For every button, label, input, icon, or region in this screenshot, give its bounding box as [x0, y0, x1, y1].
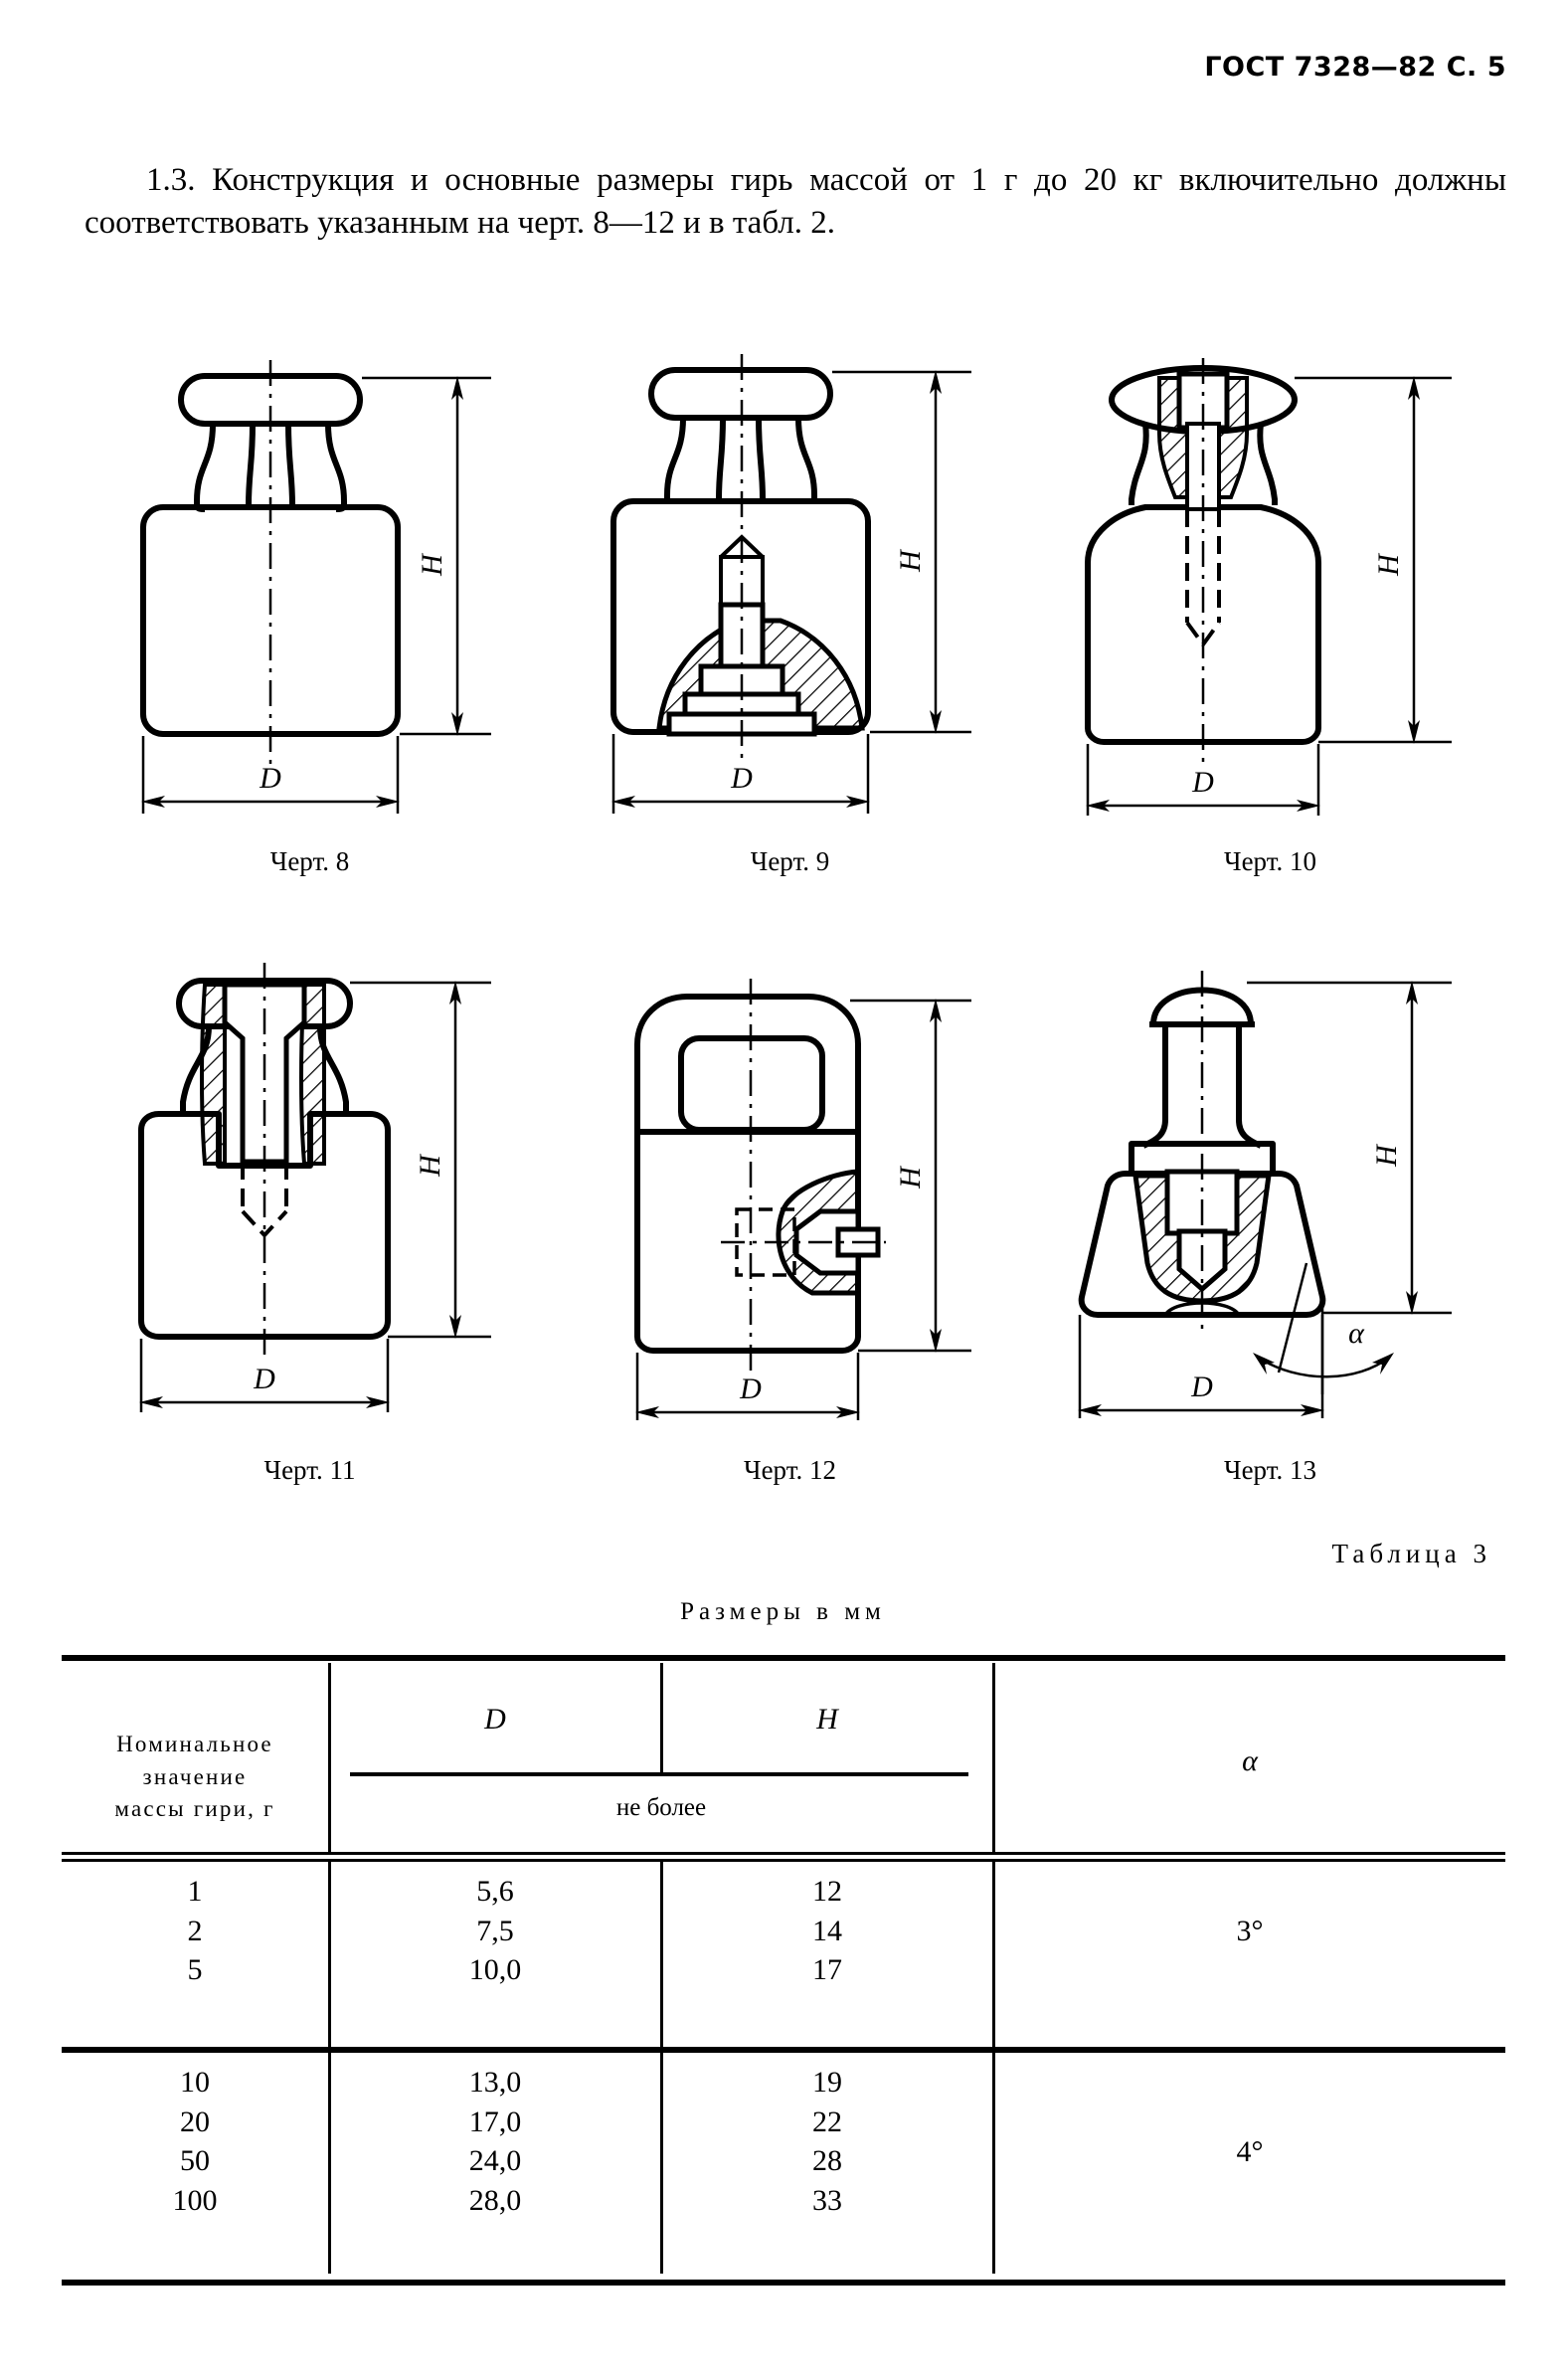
table-header-rule	[62, 1852, 1505, 1862]
figure-12: H D Черт. 12	[550, 935, 1030, 1492]
table-cell-d: 24,0	[468, 2144, 522, 2178]
table-cell-d: 7,5	[476, 1914, 514, 1947]
table-cell-h: 22	[812, 2105, 842, 2138]
table-header-alpha: α	[1242, 1744, 1258, 1777]
table-group2-alpha: 4°	[1236, 2135, 1264, 2168]
table-vrule-1-group1	[328, 1862, 331, 2047]
table-vrule-1-group2	[328, 2053, 331, 2274]
figure-11-drawing: H D	[137, 963, 491, 1412]
table-group2-d-column: 13,0 17,0 24,0 28,0	[332, 2063, 658, 2220]
figure-row-bottom: H D Черт. 11	[70, 935, 1511, 1492]
table-group1-alpha: 3°	[1236, 1915, 1264, 1947]
figure-13-d-label: D	[1190, 1371, 1213, 1403]
table-units-label: Размеры в мм	[680, 1598, 886, 1625]
table-bottom-rule	[62, 2280, 1505, 2286]
table-group-rule	[62, 2047, 1505, 2053]
figure-8-d-label: D	[259, 762, 281, 795]
table-group1-h-column: 12 14 17	[664, 1872, 990, 1990]
figure-12-caption: Черт. 12	[744, 1455, 836, 1485]
figure-8-drawing: H D	[139, 360, 491, 814]
figure-11-d-label: D	[253, 1363, 275, 1395]
table-group1-d-column: 5,6 7,5 10,0	[332, 1872, 658, 1990]
figure-8-h-label: H	[416, 552, 448, 577]
table-cell-d: 5,6	[476, 1875, 514, 1908]
table-cell-d: 10,0	[468, 1953, 522, 1987]
figure-10-caption: Черт. 10	[1224, 846, 1316, 876]
figure-13-h-label: H	[1370, 1143, 1403, 1168]
table-header-ne-bolee: не более	[615, 1794, 707, 1821]
table-cell-h: 33	[812, 2183, 842, 2217]
figure-row-top: H D Черт. 8	[70, 338, 1511, 895]
table-header-h: H	[816, 1703, 838, 1736]
figure-10: H D Черт. 10	[1030, 338, 1510, 895]
figure-8: H D Черт. 8	[70, 338, 550, 895]
table-vrule-3-group1	[992, 1862, 995, 2047]
figure-13-drawing: H α D	[1077, 971, 1452, 1418]
table-vrule-1-header	[328, 1663, 331, 1852]
table-group1-mass-column: 1 2 5	[70, 1872, 320, 1990]
dimensions-table: Номинальное значение массы гири, г D H α…	[62, 1655, 1505, 2291]
table-cell-mass: 5	[187, 1953, 203, 1987]
table-cell-h: 28	[812, 2144, 842, 2178]
table-vrule-2-group1	[660, 1862, 663, 2047]
clause-1-3-paragraph: 1.3. Конструкция и основные размеры гирь…	[85, 162, 1506, 241]
table-vrule-3-group2	[992, 2053, 995, 2274]
figure-10-h-label: H	[1372, 552, 1405, 577]
table-cell-mass: 20	[180, 2105, 210, 2138]
figure-8-caption: Черт. 8	[269, 846, 350, 876]
table-cell-d: 28,0	[468, 2183, 522, 2217]
figure-10-drawing: H D	[1084, 358, 1452, 816]
page-header-standard-number: ГОСТ 7328—82 С. 5	[1204, 52, 1506, 83]
table-cell-h: 12	[812, 1875, 842, 1908]
figure-12-d-label: D	[739, 1373, 762, 1405]
figure-11: H D Черт. 11	[70, 935, 550, 1492]
table-cell-d: 17,0	[468, 2105, 522, 2138]
table-cell-mass: 2	[187, 1914, 203, 1947]
table-cell-h: 14	[812, 1914, 842, 1947]
table-cell-h: 19	[812, 2066, 842, 2099]
table-cell-mass: 50	[180, 2144, 210, 2178]
figure-11-caption: Черт. 11	[263, 1455, 356, 1485]
table-vrule-2-header	[660, 1663, 663, 1772]
figure-9-drawing: H D	[609, 354, 971, 814]
table-ne-bolee-span-rule	[350, 1772, 968, 1776]
figure-10-d-label: D	[1191, 766, 1214, 799]
table-header-mass-line2: массы гири, г	[114, 1796, 275, 1822]
table-group2-mass-column: 10 20 50 100	[70, 2063, 320, 2220]
table-cell-mass: 10	[180, 2066, 210, 2099]
figure-9-h-label: H	[894, 548, 927, 573]
table-vrule-3-header	[992, 1663, 995, 1852]
figure-9-d-label: D	[730, 762, 753, 795]
figure-12-h-label: H	[894, 1165, 927, 1190]
figure-9-caption: Черт. 9	[750, 846, 830, 876]
figure-9: H D Черт. 9	[550, 338, 1030, 895]
figure-13-alpha-label: α	[1348, 1317, 1365, 1350]
table-group2-h-column: 19 22 28 33	[664, 2063, 990, 2220]
figure-12-drawing: H D	[633, 979, 971, 1420]
table-header-mass: Номинальное значение массы гири, г	[70, 1729, 320, 1826]
table-cell-mass: 100	[172, 2183, 218, 2217]
table-header-mass-line1: Номинальное значение	[116, 1732, 273, 1789]
figure-13: H α D Черт. 13	[1030, 935, 1510, 1492]
figure-13-caption: Черт. 13	[1224, 1455, 1316, 1485]
table-cell-d: 13,0	[468, 2066, 522, 2099]
figure-11-h-label: H	[414, 1153, 446, 1178]
table-vrule-2-group2	[660, 2053, 663, 2274]
table-cell-h: 17	[812, 1953, 842, 1987]
table-top-rule	[62, 1655, 1505, 1661]
table-header-d: D	[484, 1703, 506, 1736]
table-cell-mass: 1	[187, 1875, 203, 1908]
table-number-label: Таблица 3	[1331, 1539, 1491, 1568]
